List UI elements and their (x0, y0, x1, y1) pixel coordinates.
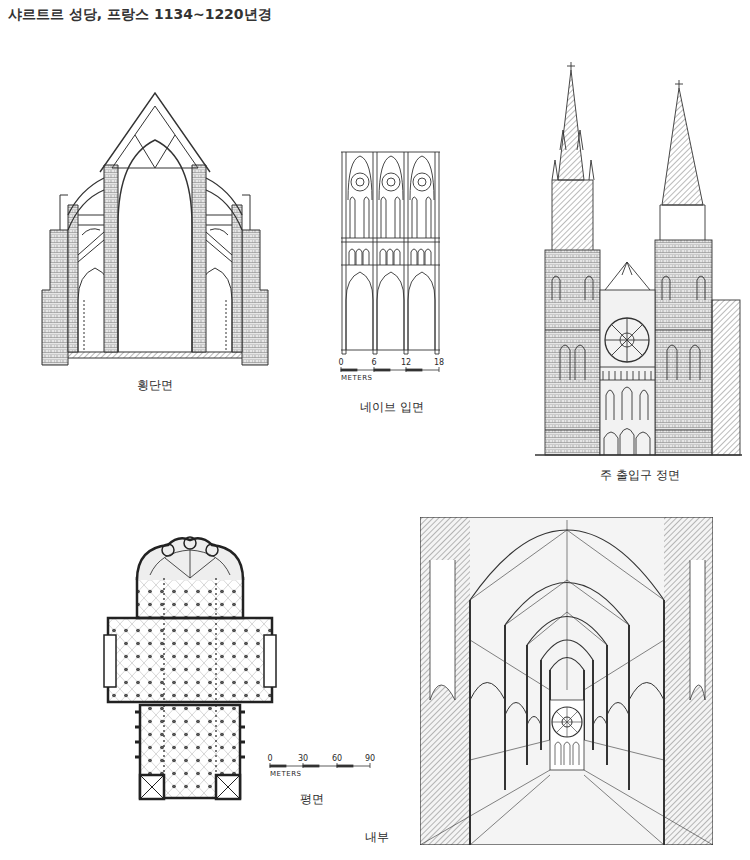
plan-scale-bar (270, 763, 370, 768)
scale-number: 6 (371, 358, 376, 368)
cross-section-drawing (42, 93, 268, 365)
drawing-caption: 횡단면 (135, 378, 175, 392)
nave-scale-bar (341, 367, 439, 372)
nave-elevation-drawing (341, 152, 440, 354)
scale-number: 12 (401, 358, 411, 368)
scale-number: 90 (365, 754, 375, 764)
page-title: 샤르트르 성당, 프랑스 1134~1220년경 (8, 6, 272, 23)
plan-drawing (104, 537, 276, 799)
drawing-caption: 네이브 입면 (358, 400, 426, 414)
scale-number: 0 (267, 754, 272, 764)
drawing-caption: 평면 (298, 792, 326, 806)
scale-number: 30 (298, 754, 308, 764)
scale-number: 18 (434, 358, 444, 368)
interior-drawing (420, 517, 713, 845)
scale-number: 60 (332, 754, 342, 764)
scale-unit: METERS (341, 374, 372, 382)
facade-drawing (535, 62, 742, 455)
drawing-caption: 내부 (363, 830, 391, 844)
scale-unit: METERS (270, 770, 301, 778)
scale-number: 0 (338, 358, 343, 368)
drawing-caption: 주 출입구 정면 (598, 468, 682, 482)
